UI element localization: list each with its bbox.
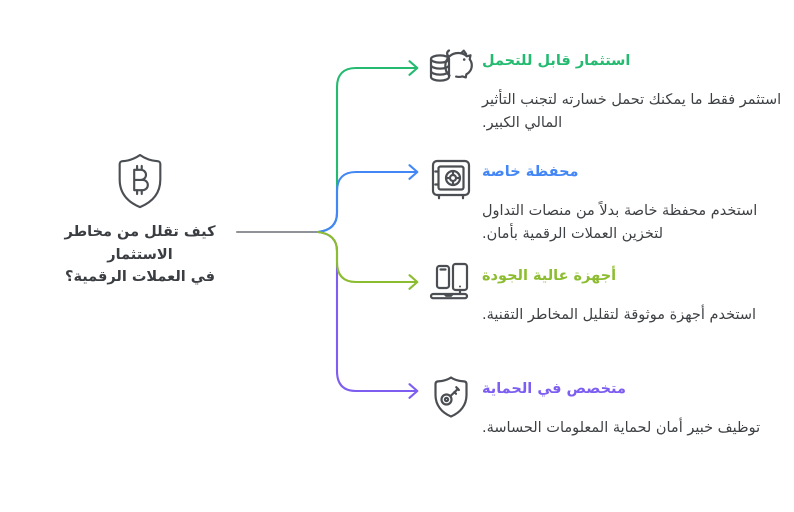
- central-topic-title: كيف تقلل من مخاطر الاستثمار في العملات ا…: [32, 221, 248, 289]
- shield-key-icon: [428, 374, 474, 420]
- branch-description: استخدم أجهزة موثوقة لتقليل المخاطر التقن…: [482, 307, 757, 323]
- safe-vault-icon: [428, 157, 474, 203]
- branch-description: توظيف خبير أمان لحماية المعلومات الحساسة…: [482, 420, 761, 436]
- branch-private-wallet: محفظة خاصة استخدم محفظة خاصة بدلاً من من…: [428, 159, 782, 246]
- branch-title: استثمار قابل للتحمل: [482, 53, 631, 69]
- branch-title: متخصص في الحماية: [482, 381, 626, 397]
- connector-branch-private-wallet: [316, 164, 419, 234]
- branch-security-specialist: متخصص في الحماية توظيف خبير أمان لحماية …: [428, 376, 782, 440]
- branch-title: أجهزة عالية الجودة: [482, 268, 617, 284]
- bitcoin-shield-icon: [112, 150, 168, 210]
- connector-branch-affordable-investment: [316, 60, 419, 234]
- branch-title: محفظة خاصة: [482, 164, 579, 180]
- branch-description: استخدم محفظة خاصة بدلاً من منصات التداول…: [482, 203, 758, 242]
- devices-icon: [428, 261, 474, 307]
- branch-description: استثمر فقط ما يمكنك تحمل خسارته لتجنب ال…: [482, 92, 782, 131]
- connector-branch-high-quality-devices: [316, 230, 419, 290]
- central-topic-title-line2: في العملات الرقمية؟: [65, 269, 215, 285]
- central-topic: كيف تقلل من مخاطر الاستثمار في العملات ا…: [32, 150, 248, 289]
- connector-branch-security-specialist: [316, 230, 419, 399]
- central-topic-title-line1: كيف تقلل من مخاطر الاستثمار: [64, 224, 216, 263]
- branch-affordable-investment: استثمار قابل للتحمل استثمر فقط ما يمكنك …: [428, 49, 782, 135]
- branch-high-quality-devices: أجهزة عالية الجودة استخدم أجهزة موثوقة ل…: [428, 262, 782, 327]
- piggy-bank-coins-icon: [428, 46, 474, 92]
